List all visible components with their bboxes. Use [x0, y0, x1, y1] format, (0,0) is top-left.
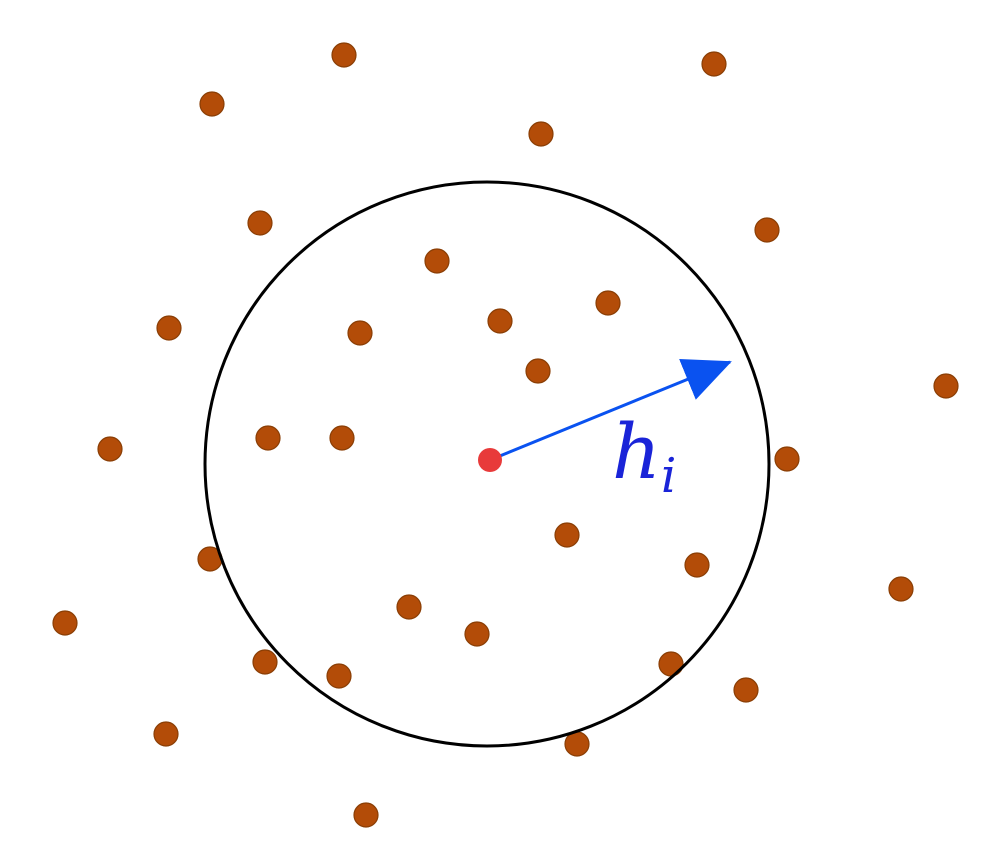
- neighbor-particle: [528, 121, 554, 147]
- neighbor-particle: [424, 248, 450, 274]
- neighbor-particle: [353, 802, 379, 828]
- neighbor-particle: [525, 358, 551, 384]
- neighbor-particle: [684, 552, 710, 578]
- neighbor-particle: [396, 594, 422, 620]
- neighbor-particle: [247, 210, 273, 236]
- neighbor-particle: [774, 446, 800, 472]
- neighbor-particle: [252, 649, 278, 675]
- neighbor-particle: [554, 522, 580, 548]
- radius-arrow: [489, 359, 732, 462]
- neighbor-particle: [933, 373, 959, 399]
- neighbor-particle: [255, 425, 281, 451]
- neighbor-particle: [52, 610, 78, 636]
- radius-label-main: h: [612, 407, 661, 496]
- radius-label: hi: [612, 407, 676, 504]
- neighbor-particle: [733, 677, 759, 703]
- neighbor-particle: [595, 290, 621, 316]
- neighbor-particle: [701, 51, 727, 77]
- neighbor-particle: [326, 663, 352, 689]
- neighbor-particle: [888, 576, 914, 602]
- neighbor-particle: [464, 621, 490, 647]
- neighbor-particle: [97, 436, 123, 462]
- neighbor-particle: [329, 425, 355, 451]
- neighbor-particle: [487, 308, 513, 334]
- neighbor-particle: [347, 320, 373, 346]
- neighbor-particle: [199, 91, 225, 117]
- neighbor-particle: [153, 721, 179, 747]
- neighbor-particle: [331, 42, 357, 68]
- center-particle: [478, 448, 502, 472]
- radius-label-subscript: i: [661, 448, 676, 504]
- neighbor-particle: [156, 315, 182, 341]
- neighbor-particle: [754, 217, 780, 243]
- neighbor-particles: [52, 42, 959, 828]
- support-radius-circle: [203, 180, 771, 748]
- neighbor-particle: [658, 651, 684, 677]
- neighbor-particle: [564, 731, 590, 757]
